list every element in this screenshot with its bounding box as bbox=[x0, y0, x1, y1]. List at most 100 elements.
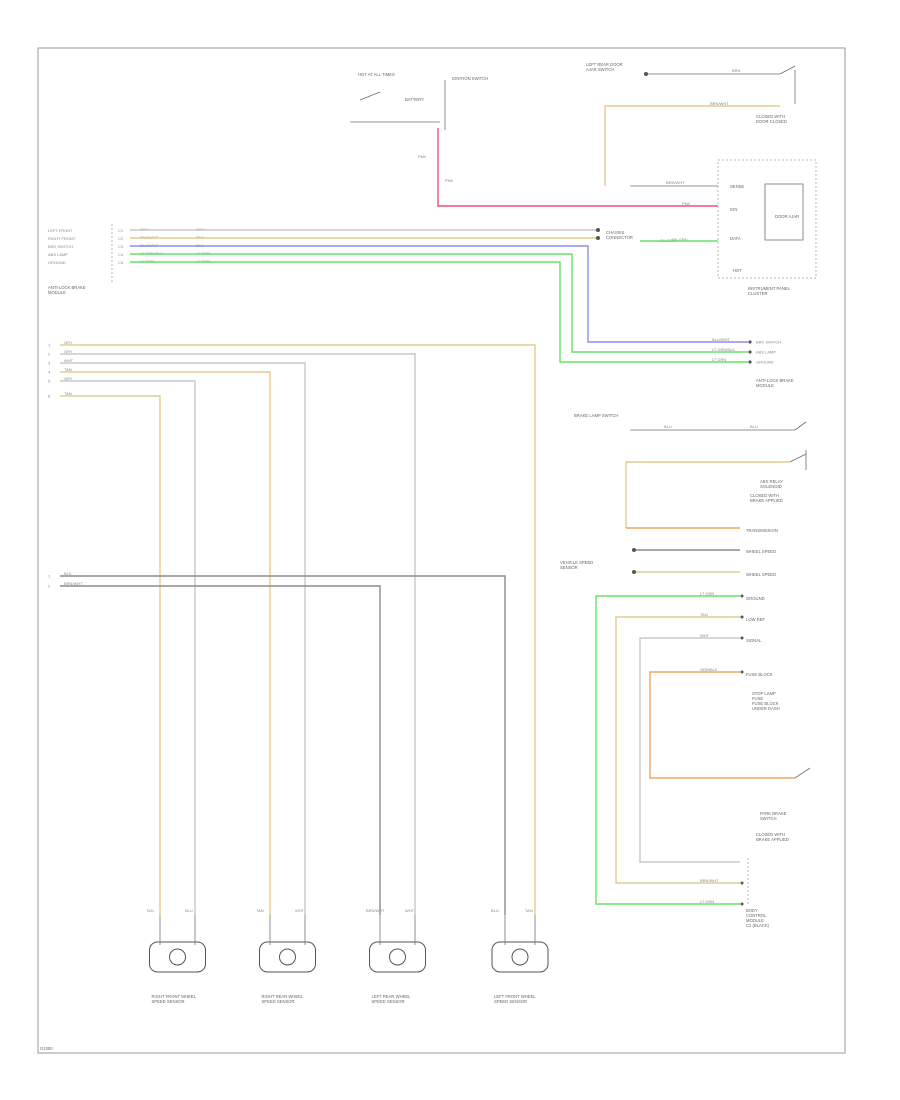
left-block-color: GRY bbox=[64, 349, 73, 354]
left-block-pin: 6 bbox=[48, 394, 51, 399]
lr-door-splice-icon bbox=[644, 72, 648, 76]
cluster-inner-label: DOOR AJAR bbox=[775, 214, 799, 219]
right-row-pin-icon bbox=[740, 594, 744, 598]
module-row-label: BRK SWITCH bbox=[48, 244, 73, 249]
module-row-label: GROUND bbox=[48, 260, 66, 265]
brake-pin-label: BLU bbox=[750, 424, 758, 429]
corner-label: G1000 bbox=[40, 1046, 53, 1051]
switch-contact-icon bbox=[359, 91, 381, 101]
left-block-pin: 4 bbox=[48, 370, 51, 375]
left-block-color: TAN bbox=[64, 391, 72, 396]
left-block-pin: 3 bbox=[48, 361, 51, 366]
left-block-pin: 1 bbox=[48, 343, 51, 348]
white-wire-signal bbox=[639, 637, 740, 863]
right-row-color: BRN/WHT bbox=[700, 878, 719, 883]
sensor-wire-b-label: TAN bbox=[525, 908, 533, 913]
low-ref-label: LOW REF bbox=[746, 617, 766, 622]
fuse-power-label: FUSE BLOCK bbox=[746, 672, 773, 677]
sensor-wire-b-label: WHT bbox=[295, 908, 305, 913]
sensor-wire-tan-4 bbox=[60, 344, 536, 915]
cluster-label-0: SENSE bbox=[730, 184, 744, 189]
cluster-pin-1: PNK bbox=[682, 201, 691, 206]
left-block-color: GRY bbox=[64, 340, 73, 345]
sensor-wire-gray-3 bbox=[60, 585, 381, 915]
vss-splice-icon bbox=[632, 570, 636, 574]
diagram-frame bbox=[37, 47, 846, 1054]
module-wire-green-b bbox=[130, 261, 748, 363]
connector-splice-b-icon bbox=[596, 236, 600, 240]
right-row-pin-icon bbox=[740, 902, 744, 906]
wheel-left-label: WHEEL SPEED bbox=[746, 549, 776, 554]
vss-splice-icon bbox=[632, 548, 636, 552]
fuse-pin-label: BATTERY bbox=[405, 97, 424, 102]
ground-label: GROUND bbox=[746, 596, 765, 601]
sensor-wire-white-3 bbox=[60, 353, 416, 915]
pink-wire-ignition bbox=[437, 128, 718, 207]
transmission-label: TRANSMISSION bbox=[746, 528, 778, 533]
lr-door-contact-icon bbox=[779, 65, 796, 75]
cluster-label-1: IGN bbox=[730, 207, 737, 212]
sensor-wire-black-4 bbox=[60, 575, 506, 915]
right-row-pin-icon bbox=[740, 615, 744, 619]
signal-label: SIGNAL bbox=[746, 638, 762, 643]
module-right-pin-label: ABS LAMP bbox=[756, 350, 776, 355]
right-row-color: LT GRN bbox=[700, 591, 714, 596]
right-row-color: WHT bbox=[700, 633, 710, 638]
module-right-pin-label: GROUND bbox=[756, 360, 774, 365]
orange-wire-fuse bbox=[649, 671, 795, 779]
cluster-label-2: DATA bbox=[730, 236, 741, 241]
module-row-label: ABS LAMP bbox=[48, 252, 68, 257]
module-right-pin-icon bbox=[748, 340, 752, 344]
module-row-pin: C1 bbox=[118, 228, 124, 233]
sensor-wire-gray-1 bbox=[60, 380, 196, 915]
cluster-node-label: HOT bbox=[733, 268, 742, 273]
module-row-pin: C5 bbox=[118, 260, 124, 265]
park-contact-icon bbox=[794, 767, 811, 779]
sensor-wire-gray-2 bbox=[60, 362, 306, 915]
instrument-cluster: DOOR AJAR BRN/WHT PNK DK GRN SENSE IGN D… bbox=[666, 159, 817, 296]
module-right-wire-label: LT GRN bbox=[712, 357, 726, 362]
cluster-box bbox=[717, 159, 817, 279]
relay-contact-icon bbox=[789, 453, 807, 463]
module-wire-green-a bbox=[130, 253, 748, 353]
brake-switch-label: BRAKE LAMP SWITCH bbox=[574, 413, 618, 418]
right-row-color: LT GRN bbox=[700, 899, 714, 904]
tan-wire-lowref bbox=[615, 616, 740, 884]
brake-wire-label: BLU bbox=[664, 424, 672, 429]
left-block-pin: 5 bbox=[48, 379, 51, 384]
module-row-pin: C3 bbox=[118, 244, 124, 249]
sensor-wire-b-label: BLU bbox=[185, 908, 193, 913]
module-right-pin-icon bbox=[748, 350, 752, 354]
wheel-right-label: WHEEL SPEED bbox=[746, 572, 776, 577]
cluster-pin-2: DK GRN bbox=[672, 237, 688, 242]
connector-splice-a-icon bbox=[596, 228, 600, 232]
module-row-label: LEFT FRONT bbox=[48, 228, 73, 233]
module-row-pin: C4 bbox=[118, 252, 124, 257]
sensor-wire-a-label: TAN bbox=[256, 908, 264, 913]
lr-door-wire-label: BRN bbox=[732, 68, 741, 73]
right-row-pin-icon bbox=[740, 670, 744, 674]
module-right-pin-icon bbox=[748, 360, 752, 364]
module-wire-blue bbox=[130, 245, 748, 343]
left-block2-color: BLK bbox=[64, 571, 72, 576]
module-right-wire-label: LT GRN/BLK bbox=[712, 347, 735, 352]
